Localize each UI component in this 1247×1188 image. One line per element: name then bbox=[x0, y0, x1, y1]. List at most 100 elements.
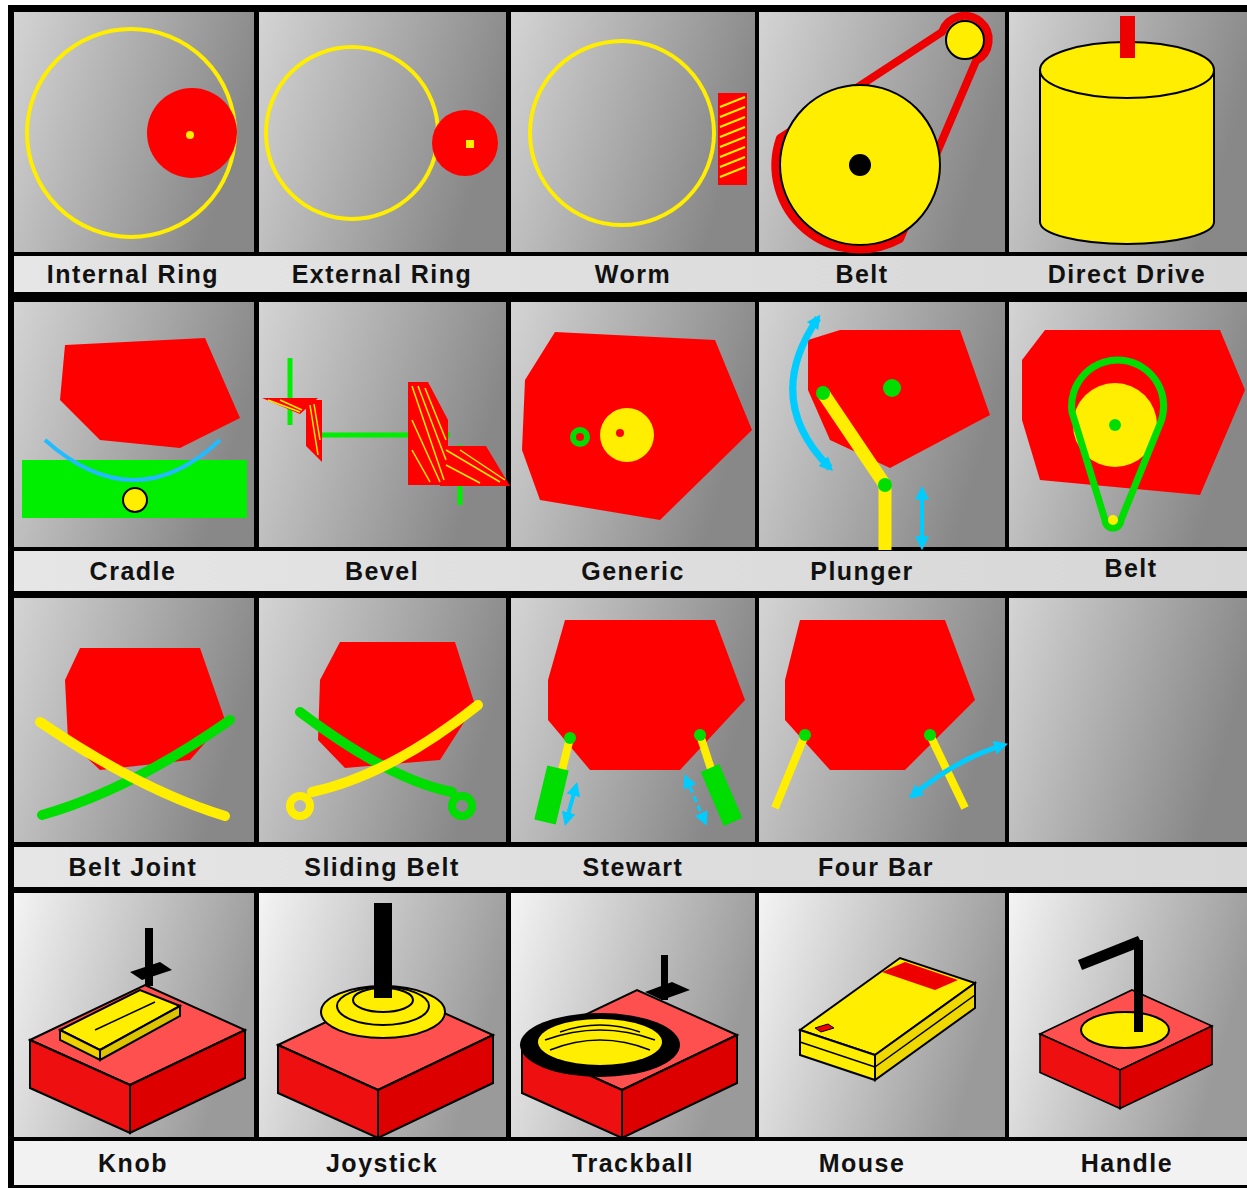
tile-backgrounds-part bbox=[14, 893, 254, 1137]
worm-gear-part bbox=[530, 41, 714, 225]
tile-backgrounds bbox=[14, 12, 1247, 1137]
worm-gear-part-part bbox=[720, 167, 745, 177]
mechanism-label: Handle bbox=[1081, 1151, 1173, 1176]
belt-joint-mechanism bbox=[40, 648, 230, 816]
bevel-gear-part-part bbox=[418, 386, 446, 460]
mechanism-label: Direct Drive bbox=[1048, 262, 1206, 287]
cradle-mechanism bbox=[22, 338, 247, 518]
belt-pulley bbox=[775, 16, 988, 250]
four-bar-linkage-part bbox=[924, 729, 936, 741]
handle-device bbox=[1040, 936, 1212, 1108]
external-ring-gear-part bbox=[466, 140, 474, 148]
sliding-belt-mechanism-part bbox=[452, 796, 472, 816]
plunger-mechanism-part bbox=[793, 318, 830, 468]
tile-backgrounds-part bbox=[511, 302, 755, 547]
knob-device-part bbox=[95, 1002, 155, 1030]
external-ring-gear-part bbox=[432, 110, 498, 176]
bevel-gear-part-part bbox=[310, 405, 318, 455]
stewart-platform-part bbox=[694, 729, 706, 741]
belt-mechanism bbox=[1022, 330, 1245, 528]
bevel-gear-part-part bbox=[314, 404, 320, 440]
plunger-mechanism bbox=[793, 318, 990, 550]
four-bar-linkage-part bbox=[912, 745, 1004, 796]
mouse-device-part bbox=[800, 1030, 875, 1080]
mechanism-label: External Ring bbox=[292, 262, 473, 287]
external-ring-gear bbox=[266, 47, 498, 219]
internal-ring-gear-part bbox=[147, 88, 237, 178]
mechanism-label: Bevel bbox=[345, 559, 419, 584]
trackball-device-part bbox=[538, 1019, 662, 1065]
mouse-device-part bbox=[875, 995, 975, 1067]
bevel-gear-part-part bbox=[446, 450, 500, 482]
bevel-gear-part-part bbox=[412, 450, 430, 482]
generic-mechanism-part bbox=[522, 332, 752, 520]
worm-gear-part bbox=[720, 97, 745, 177]
plunger-mechanism-part bbox=[883, 379, 901, 397]
mechanism-label: Trackball bbox=[572, 1151, 694, 1176]
mouse-device-part bbox=[882, 962, 958, 990]
stewart-platform-part bbox=[548, 620, 745, 770]
bevel-gear-part bbox=[290, 358, 460, 505]
bevel-gear-part bbox=[268, 386, 505, 483]
sliding-belt-mechanism bbox=[290, 642, 478, 816]
belt-mechanism-part bbox=[1072, 360, 1164, 528]
joystick-device-part bbox=[374, 903, 392, 998]
worm-gear bbox=[530, 41, 747, 225]
tile-backgrounds-part bbox=[511, 12, 755, 252]
mouse-device-part bbox=[875, 983, 975, 1080]
tile-backgrounds-part bbox=[1009, 302, 1247, 547]
four-bar-linkage-part bbox=[775, 735, 805, 808]
belt-pulley-part bbox=[849, 154, 871, 176]
mechanism-label: Plunger bbox=[810, 559, 914, 584]
tile-backgrounds-part bbox=[759, 12, 1005, 252]
tile-backgrounds-part bbox=[1009, 598, 1247, 842]
generic-mechanism bbox=[522, 332, 752, 520]
worm-gear-part-part bbox=[720, 117, 745, 127]
stewart-platform-part bbox=[564, 732, 576, 744]
mechanism-label: Worm bbox=[595, 262, 671, 287]
mechanism-label: Stewart bbox=[583, 855, 684, 880]
frame bbox=[8, 5, 1247, 1188]
sliding-belt-mechanism-part bbox=[318, 642, 475, 768]
external-ring-gear-part bbox=[266, 47, 438, 219]
tile-backgrounds-part bbox=[759, 893, 1005, 1137]
generic-mechanism-part bbox=[600, 408, 654, 462]
knob-device-part bbox=[130, 962, 172, 980]
mouse-device bbox=[800, 958, 975, 1080]
tile-backgrounds-part bbox=[1009, 893, 1247, 1137]
belt-pulley-part bbox=[775, 16, 988, 250]
stewart-platform bbox=[545, 620, 745, 822]
generic-mechanism-part bbox=[570, 427, 590, 447]
frame-part bbox=[14, 256, 1247, 292]
cradle-mechanism-part bbox=[123, 488, 147, 512]
belt-joint-mechanism-part bbox=[42, 720, 230, 815]
mechanism-label: Four Bar bbox=[818, 855, 934, 880]
sliding-belt-mechanism-part bbox=[300, 712, 452, 792]
joystick-device bbox=[278, 903, 493, 1138]
cradle-mechanism-part bbox=[22, 460, 247, 518]
stewart-platform-part bbox=[710, 768, 733, 822]
bevel-gear-part-part bbox=[446, 465, 480, 483]
trackball-device bbox=[520, 955, 737, 1138]
bevel-gear-part bbox=[440, 446, 510, 486]
mechanism-label: Belt bbox=[835, 262, 888, 287]
mechanism-label: Knob bbox=[98, 1151, 168, 1176]
frame-part bbox=[14, 847, 1247, 887]
frame-part bbox=[14, 1141, 1247, 1185]
handle-device-part bbox=[1040, 990, 1212, 1108]
worm-gear-part-part bbox=[720, 107, 745, 117]
bevel-gear-part-part bbox=[280, 400, 302, 410]
tile-backgrounds-part bbox=[259, 598, 506, 842]
mechanism-label: Mouse bbox=[819, 1151, 906, 1176]
bevel-gear-part-part bbox=[412, 386, 444, 480]
worm-gear-part-part bbox=[720, 157, 745, 167]
frame-part bbox=[8, 5, 1247, 1188]
trackball-device-part bbox=[520, 1013, 680, 1077]
sliding-belt-mechanism-part bbox=[312, 705, 478, 792]
internal-ring-gear-part bbox=[186, 131, 194, 139]
trackball-device-part bbox=[645, 982, 690, 1000]
belt-pulley-part bbox=[780, 85, 940, 245]
knob-device-part bbox=[60, 1030, 100, 1060]
direct-drive-motor bbox=[1040, 16, 1214, 244]
